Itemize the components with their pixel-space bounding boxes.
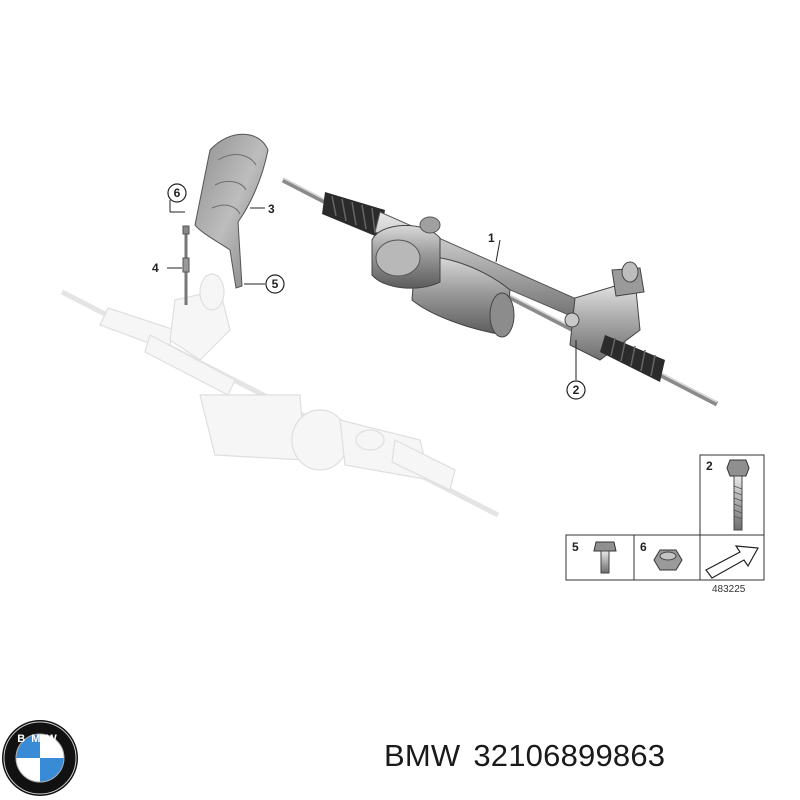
arrow-icon <box>705 545 759 579</box>
right-boot <box>600 335 665 382</box>
electric-motor <box>371 216 515 338</box>
callout-1: 1 <box>488 231 495 245</box>
reference-number: 483225 <box>712 584 746 595</box>
callout-2-label: 2 <box>573 383 580 397</box>
caption-part-number: 32106899863 <box>473 738 666 773</box>
short-bolt-icon <box>593 541 617 574</box>
stud-bolt <box>182 225 190 305</box>
heat-shield <box>194 133 269 289</box>
leader-lines <box>167 200 577 380</box>
callout-1-label: 1 <box>488 231 495 245</box>
callout-5-label: 5 <box>272 277 279 291</box>
nut-icon <box>653 549 683 571</box>
table-cell-6-number: 6 <box>640 540 647 554</box>
steering-rack <box>281 177 719 407</box>
bmw-logo-lettering: BMW <box>17 733 63 745</box>
callout-6-label: 6 <box>174 186 181 200</box>
ghost-steering-rack <box>60 273 500 518</box>
callout-5: 5 <box>265 274 285 294</box>
callout-4-label: 4 <box>152 261 159 275</box>
bolt-icon <box>726 459 750 531</box>
pinion-housing <box>564 261 645 361</box>
table-cell-5-number: 5 <box>572 540 579 554</box>
table-cell-2-number: 2 <box>706 459 713 473</box>
bmw-logo: BMW <box>2 720 78 796</box>
part-caption: BMW 32106899863 <box>384 738 665 774</box>
callout-2: 2 <box>566 380 586 400</box>
parts-table: 2 5 6 483225 <box>565 454 765 595</box>
callout-3-label: 3 <box>268 202 275 216</box>
callout-3: 3 <box>268 202 275 216</box>
caption-brand: BMW <box>384 738 461 773</box>
callout-4: 4 <box>152 261 159 275</box>
callout-6: 6 <box>167 183 187 203</box>
left-boot <box>322 192 385 238</box>
